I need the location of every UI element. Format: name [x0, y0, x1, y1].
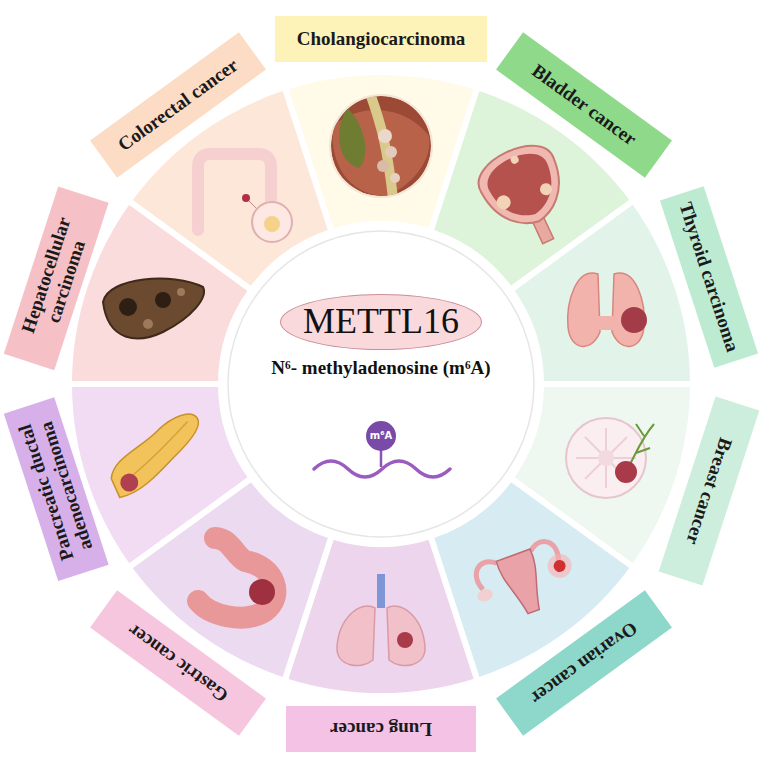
- pancreas: [103, 412, 210, 498]
- center-circle-shape: [226, 229, 536, 539]
- tumor: [509, 154, 520, 165]
- bladder-lumen: [481, 145, 565, 227]
- gallbladder: [339, 108, 365, 168]
- tumor-nodule: [378, 129, 392, 143]
- bladder-wall: [470, 135, 575, 238]
- cancer-name: Pancreatic ductal adenocarcinoma: [11, 407, 101, 572]
- lens-rim: [329, 94, 433, 198]
- tumor: [494, 193, 513, 212]
- magnified-tumor: [264, 216, 280, 232]
- lung-illustration: [337, 574, 425, 666]
- bladder-illustration: [470, 135, 584, 258]
- lesion: [143, 319, 153, 329]
- uterus: [496, 549, 551, 618]
- cancer-name: Breast cancer: [682, 435, 737, 547]
- isthmus: [596, 316, 616, 330]
- tumor: [538, 181, 554, 197]
- lens-content: [331, 96, 431, 198]
- modification-label: N⁶- methyladenosine (m⁶A): [226, 357, 536, 379]
- pancreas-illustration: [103, 412, 210, 498]
- right-lung: [387, 606, 425, 666]
- cancer-label-tab: Gastric cancer: [90, 590, 266, 735]
- tumor-nodule: [377, 160, 389, 172]
- cancer-label-tab: Bladder cancer: [496, 32, 672, 177]
- stomach: [198, 538, 275, 618]
- cancer-label-tab: Thyroid carcinoma: [660, 187, 758, 369]
- ovary: [476, 587, 495, 604]
- colon-illustration: [198, 154, 292, 242]
- mark-label: m⁶A: [370, 430, 393, 441]
- left-lung: [337, 606, 375, 666]
- cancer-name: Bladder cancer: [528, 60, 641, 150]
- rna-wave: [314, 461, 450, 477]
- liver: [103, 279, 204, 339]
- cancer-name: Cholangiocarcinoma: [297, 28, 466, 49]
- magnified-view: [252, 202, 292, 242]
- breast-illustration: [566, 418, 654, 498]
- tumor: [397, 632, 413, 648]
- ring-sector: [510, 201, 693, 384]
- tumor: [119, 472, 140, 493]
- stomach-illustration: [198, 538, 275, 618]
- nipple-area: [598, 450, 614, 466]
- cancer-label-tab: Hepatocellular carcinoma: [4, 187, 108, 371]
- cancer-name: Ovarian cancer: [527, 617, 642, 708]
- vessel: [628, 424, 654, 468]
- cancer-label-tab: Breast cancer: [659, 396, 760, 585]
- tumor: [615, 461, 637, 483]
- methyl-stem: [380, 450, 383, 467]
- cancer-label-tab: Ovarian cancer: [496, 590, 672, 735]
- cancer-label-tab: Pancreatic ductal adenocarcinoma: [4, 398, 108, 582]
- center-circle: N⁶- methyladenosine (m⁶A) METTL16 m⁶A: [226, 229, 536, 539]
- cancer-name: Gastric cancer: [124, 620, 233, 707]
- lesion: [177, 288, 185, 296]
- lesion: [119, 298, 137, 316]
- cancer-label-tab: Colorectal cancer: [90, 32, 266, 177]
- cancer-label-tab: Lung cancer: [286, 706, 476, 752]
- cancer-name: Lung cancer: [330, 718, 432, 739]
- tumor: [621, 307, 647, 333]
- center-disc: [228, 231, 534, 537]
- left-lobe: [568, 273, 600, 346]
- tumor-nodule: [390, 173, 400, 183]
- lesion: [155, 292, 171, 308]
- tumor: [249, 579, 275, 605]
- tumor-glow: [544, 551, 575, 582]
- liver-illustration: [103, 279, 204, 339]
- trachea: [377, 574, 385, 608]
- tumor: [552, 558, 567, 573]
- protein-name: METTL16: [303, 302, 459, 342]
- cancer-name: Hepatocellular carcinoma: [11, 196, 101, 361]
- tumor: [242, 194, 250, 202]
- bile-duct-illustration: [329, 94, 433, 198]
- cancer-label-tab: Cholangiocarcinoma: [275, 16, 487, 62]
- tumor-nodule: [385, 146, 397, 158]
- cancer-name: Thyroid carcinoma: [675, 200, 743, 355]
- cancer-name: Colorectal cancer: [114, 54, 242, 155]
- protein-oval: METTL16: [280, 294, 482, 350]
- thyroid-illustration: [568, 273, 647, 346]
- lobules: [576, 428, 636, 488]
- ovary-illustration: [467, 535, 583, 628]
